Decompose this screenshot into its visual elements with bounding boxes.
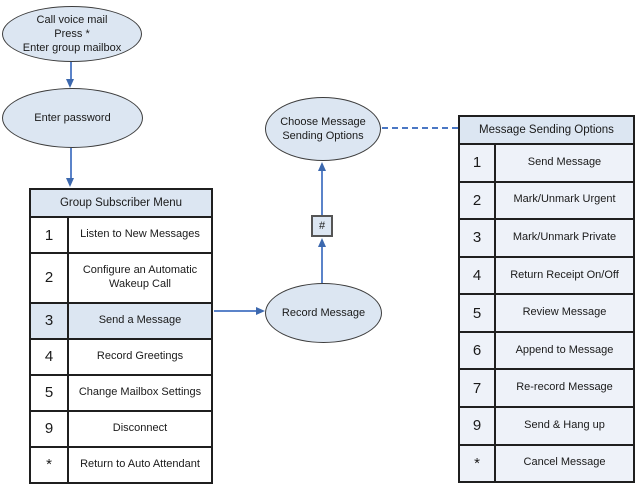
node-text-line: Enter group mailbox xyxy=(22,42,122,55)
node-text-line: Sending Options xyxy=(282,130,364,142)
connector-menu-to-record xyxy=(214,310,256,312)
table-title: Message Sending Options xyxy=(460,117,633,145)
connector-start-to-password xyxy=(70,62,72,80)
label-cell: Listen to New Messages xyxy=(80,228,200,241)
label-cell: Change Mailbox Settings xyxy=(78,386,202,399)
table-row: 3 Mark/Unmark Private xyxy=(460,220,633,258)
key-cell: 6 xyxy=(460,332,496,369)
key-cell: 1 xyxy=(31,218,69,253)
label-cell: Return Receipt On/Off xyxy=(510,268,619,281)
table-row: 5 Review Message xyxy=(460,295,633,333)
group-subscriber-menu-table: Group Subscriber Menu 1 Listen to New Me… xyxy=(29,188,213,484)
message-sending-options-table: Message Sending Options 1 Send Message 2… xyxy=(458,115,635,483)
key-cell: 5 xyxy=(460,295,496,331)
arrowhead-right-icon xyxy=(256,306,265,315)
table-row: * Cancel Message xyxy=(460,445,633,482)
connector-choose-to-options-dashed xyxy=(382,127,458,129)
label-cell: Mark/Unmark Urgent xyxy=(513,193,616,206)
node-text-line: Call voice mail xyxy=(36,13,108,26)
table-row: 2 Mark/Unmark Urgent xyxy=(460,182,633,221)
key-cell: * xyxy=(31,447,69,482)
table-row: 1 Send Message xyxy=(460,145,633,183)
label-cell: Configure an Automatic Wakeup Call xyxy=(82,264,198,290)
key-cell: 2 xyxy=(31,254,69,302)
key-cell: 2 xyxy=(460,182,496,219)
arrowhead-down-icon xyxy=(66,79,74,88)
key-cell: 9 xyxy=(460,407,496,444)
label-cell: Re-record Message xyxy=(516,381,613,394)
label-cell: Return to Auto Attendant xyxy=(80,458,200,471)
arrowhead-up-icon xyxy=(317,238,326,247)
key-cell: 7 xyxy=(460,370,496,406)
connector-hash-to-choose xyxy=(321,170,323,215)
table-row: 4 Record Greetings xyxy=(31,339,211,376)
label-cell: Record Greetings xyxy=(96,349,184,362)
label-cell: Append to Message xyxy=(515,343,614,356)
connector-password-to-menu xyxy=(70,148,72,179)
arrowhead-up-icon xyxy=(317,162,326,171)
table-row: 1 Listen to New Messages xyxy=(31,218,211,255)
key-cell: 4 xyxy=(31,339,69,374)
table-row: 6 Append to Message xyxy=(460,332,633,371)
label-cell: Mark/Unmark Private xyxy=(512,231,617,244)
key-cell: * xyxy=(460,445,496,482)
key-cell: 4 xyxy=(460,257,496,294)
key-cell: 5 xyxy=(31,375,69,410)
node-text-line: Record Message xyxy=(281,306,366,319)
hash-key-box: # xyxy=(311,215,333,237)
table-row-send-a-message: 3 Send a Message xyxy=(31,303,211,340)
node-record-message: Record Message xyxy=(265,283,382,343)
table-row: 4 Return Receipt On/Off xyxy=(460,257,633,296)
connector-record-to-hash xyxy=(321,246,323,283)
label-cell: Disconnect xyxy=(112,422,168,435)
node-choose-sending-options: Choose Message Sending Options xyxy=(265,97,381,161)
table-row: 9 Send & Hang up xyxy=(460,407,633,446)
table-row: 9 Disconnect xyxy=(31,411,211,448)
key-cell: 1 xyxy=(460,145,496,181)
label-cell: Review Message xyxy=(522,306,607,319)
node-call-voicemail: Call voice mail Press * Enter group mail… xyxy=(2,6,142,62)
label-cell: Send Message xyxy=(527,155,602,168)
table-title: Group Subscriber Menu xyxy=(31,190,211,218)
label-cell: Cancel Message xyxy=(523,456,606,469)
label-cell: Send a Message xyxy=(98,313,182,326)
node-enter-password: Enter password xyxy=(2,88,143,148)
key-cell: 3 xyxy=(31,303,69,338)
table-row: 2 Configure an Automatic Wakeup Call xyxy=(31,254,211,304)
node-text-line: Press * xyxy=(54,27,90,40)
table-row: * Return to Auto Attendant xyxy=(31,447,211,482)
table-row: 5 Change Mailbox Settings xyxy=(31,375,211,412)
node-text-line: Enter password xyxy=(34,111,111,124)
table-row: 7 Re-record Message xyxy=(460,370,633,408)
key-cell: 3 xyxy=(460,220,496,256)
node-text-line: Choose Message xyxy=(280,115,366,128)
label-cell: Send & Hang up xyxy=(524,418,605,431)
hash-key-label: # xyxy=(318,220,326,232)
arrowhead-down-icon xyxy=(66,178,74,187)
key-cell: 9 xyxy=(31,411,69,446)
